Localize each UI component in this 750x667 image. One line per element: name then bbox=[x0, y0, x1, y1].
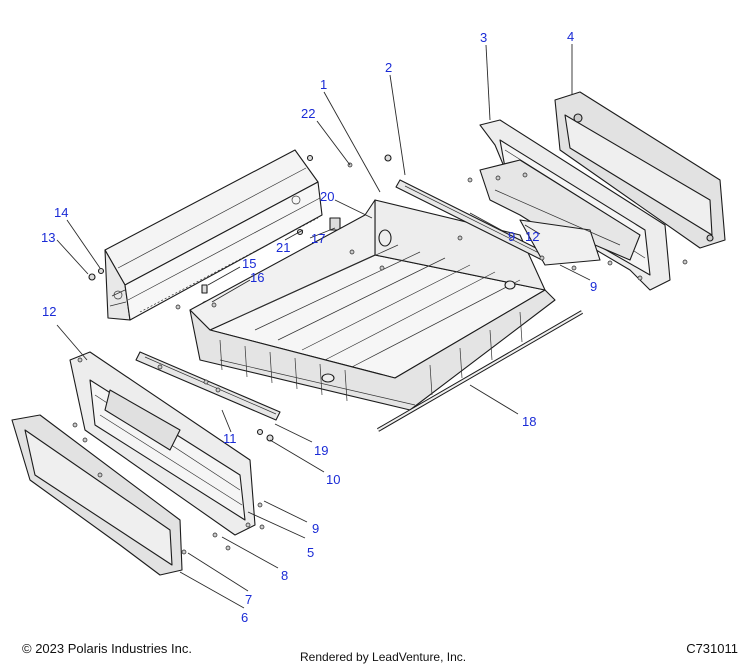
rod-18-part bbox=[376, 310, 584, 432]
rendered-by-text: Rendered by LeadVenture, Inc. bbox=[300, 650, 467, 664]
callout-9-right: 9 bbox=[590, 279, 597, 294]
callout-8: 8 bbox=[281, 568, 288, 583]
callout-12-left: 12 bbox=[42, 304, 56, 319]
callout-19: 19 bbox=[314, 443, 328, 458]
copyright-text: © 2023 Polaris Industries Inc. bbox=[22, 641, 192, 656]
callout-3: 3 bbox=[480, 30, 487, 45]
leader-lines bbox=[56, 44, 591, 609]
callout-21: 21 bbox=[276, 240, 290, 255]
callout-12-right: 12 bbox=[525, 229, 539, 244]
callout-1: 1 bbox=[320, 77, 327, 92]
bed-tub-part bbox=[189, 199, 556, 411]
fasteners bbox=[72, 162, 688, 555]
callouts: 1 2 3 4 5 6 7 8 9 9 9 10 11 12 12 13 14 … bbox=[41, 29, 597, 625]
callout-13: 13 bbox=[41, 230, 55, 245]
callout-4: 4 bbox=[567, 29, 574, 44]
outer-panel-4-part bbox=[554, 91, 726, 249]
callout-18: 18 bbox=[522, 414, 536, 429]
hardware-21-22 bbox=[296, 154, 341, 236]
callout-22: 22 bbox=[301, 106, 315, 121]
diagram-code: C731011 bbox=[686, 641, 738, 656]
callout-6: 6 bbox=[241, 610, 248, 625]
side-liner-5-part bbox=[69, 351, 256, 536]
outer-panel-6-part bbox=[11, 414, 183, 576]
callout-2: 2 bbox=[385, 60, 392, 75]
callout-20: 20 bbox=[320, 189, 334, 204]
tailgate-part bbox=[104, 149, 323, 321]
callout-9-center: 9 bbox=[508, 229, 515, 244]
callout-15: 15 bbox=[242, 256, 256, 271]
callout-5: 5 bbox=[307, 545, 314, 560]
callout-7: 7 bbox=[245, 592, 252, 607]
callout-17: 17 bbox=[311, 231, 325, 246]
inner-panel-12-part bbox=[479, 159, 641, 266]
callout-16: 16 bbox=[250, 270, 264, 285]
callout-11: 11 bbox=[223, 431, 237, 446]
callout-14: 14 bbox=[54, 205, 68, 220]
rail-10-11-part bbox=[135, 351, 281, 442]
callout-9-lower: 9 bbox=[312, 521, 319, 536]
callout-10: 10 bbox=[326, 472, 340, 487]
hardware-13-14 bbox=[88, 267, 105, 281]
